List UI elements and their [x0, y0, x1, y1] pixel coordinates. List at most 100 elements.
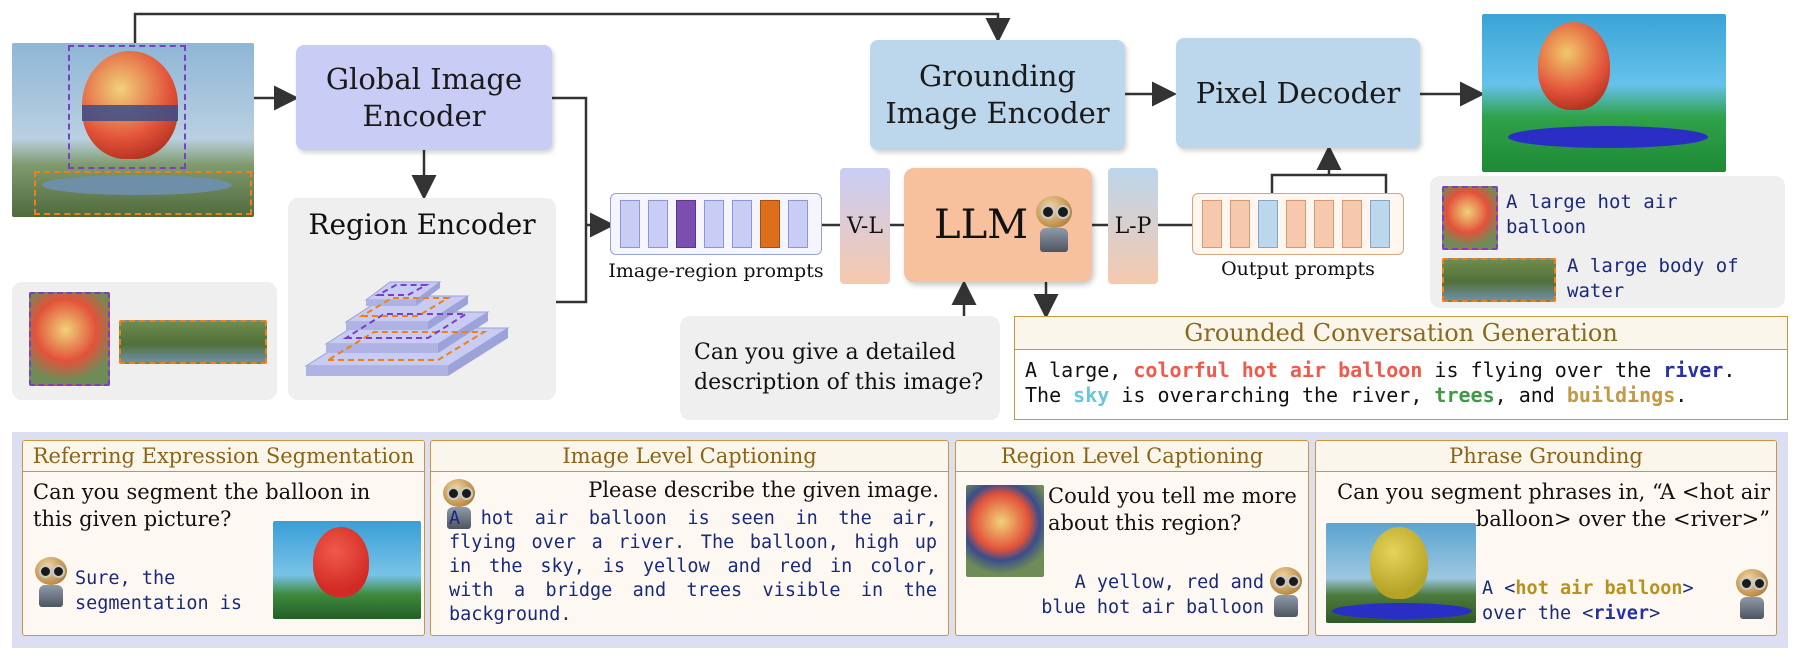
- legend-water-text: A large body of water: [1567, 255, 1739, 302]
- pg-a6: >: [1649, 603, 1661, 624]
- task-pg-answer-line2: over the <river>: [1482, 602, 1660, 626]
- vl-projection: V-L: [840, 168, 890, 284]
- robot-eye: [52, 565, 65, 578]
- balloon-crop: [29, 292, 110, 386]
- task-rlc-image: [966, 485, 1044, 577]
- pg-yellow-balloon: [1370, 527, 1428, 599]
- task-image-level-captioning: Image Level Captioning Please describe t…: [430, 440, 949, 636]
- gcg-text-4: The: [1025, 383, 1074, 407]
- robot-icon: [1732, 569, 1772, 621]
- robot-eye: [1041, 205, 1055, 219]
- region-crops-panel: [12, 282, 277, 400]
- grounding-image-encoder: Grounding Image Encoder: [870, 40, 1125, 150]
- robot-body: [1040, 228, 1068, 252]
- region-encoder-label: Region Encoder: [308, 208, 536, 241]
- gcg-title: Grounded Conversation Generation: [1015, 317, 1787, 350]
- pg-a4: over the <: [1482, 603, 1594, 624]
- task-ilc-answer: A hot air balloon is seen in the air, fl…: [449, 508, 937, 625]
- output-token: [1342, 200, 1362, 248]
- pg-phrase-balloon: hot air balloon: [1515, 578, 1683, 599]
- robot-eye: [39, 565, 52, 578]
- gcg-phrase-buildings: buildings: [1566, 383, 1676, 407]
- mask-legend-panel: A large hot air balloon A large body of …: [1430, 176, 1785, 308]
- prompt-token: [648, 200, 668, 248]
- gcg-phrase-balloon: colorful hot air balloon: [1133, 358, 1423, 382]
- robot-eye: [1287, 575, 1300, 588]
- output-segmented-image: [1482, 14, 1726, 172]
- output-token-seg: [1258, 200, 1278, 248]
- prompt-token: [704, 200, 724, 248]
- pg-a1: A <: [1482, 578, 1516, 599]
- gcg-text-7: .: [1675, 383, 1688, 407]
- user-question-text: Can you give a detailed description of t…: [694, 340, 984, 395]
- output-token: [1286, 200, 1306, 248]
- prompt-token-region-purple: [676, 200, 696, 248]
- pg-blue-river: [1332, 603, 1472, 619]
- task-res-title: Referring Expression Segmentation: [23, 441, 424, 472]
- robot-body: [1740, 597, 1764, 619]
- pixel-decoder-label: Pixel Decoder: [1195, 75, 1401, 110]
- gcg-phrase-river: river: [1663, 358, 1724, 382]
- gcg-caption: A large, colorful hot air balloon is fly…: [1015, 350, 1787, 416]
- task-phrase-grounding: Phrase Grounding Can you segment phrases…: [1315, 440, 1777, 636]
- robot-body: [39, 585, 63, 607]
- pg-phrase-river: river: [1593, 603, 1650, 624]
- robot-eye: [447, 487, 460, 500]
- task-pg-question: Can you segment phrases in, “A <hot air …: [1337, 480, 1770, 531]
- pixel-decoder: Pixel Decoder: [1176, 38, 1420, 148]
- task-pg-answer-line1: A <hot air balloon>: [1482, 577, 1694, 601]
- task-rlc-answer-2: blue hot air balloon: [1041, 597, 1264, 618]
- robot-eye: [1056, 205, 1070, 219]
- segmented-balloon: [1538, 22, 1610, 110]
- balloon-region-box: [68, 45, 186, 169]
- gcg-text-6: , and: [1494, 383, 1567, 407]
- task-region-level-captioning: Region Level Captioning Could you tell m…: [955, 440, 1309, 636]
- res-red-balloon: [313, 527, 369, 597]
- grounding-image-encoder-label: Grounding Image Encoder: [885, 59, 1110, 130]
- legend-water-thumb: [1442, 258, 1556, 302]
- output-prompts-label: Output prompts: [1221, 258, 1375, 280]
- water-crop: [119, 320, 267, 364]
- gcg-phrase-trees: trees: [1434, 383, 1495, 407]
- global-image-encoder-label: Global Image Encoder: [325, 61, 523, 133]
- output-token-seg: [1370, 200, 1390, 248]
- lp-label: L-P: [1114, 213, 1152, 239]
- robot-eye: [1740, 577, 1753, 590]
- vl-label: V-L: [847, 213, 883, 239]
- prompt-token: [788, 200, 808, 248]
- task-res-answer-2: segmentation is: [75, 593, 243, 614]
- gcg-text-2: is flying over the: [1422, 358, 1664, 382]
- prompt-token: [732, 200, 752, 248]
- robot-body: [447, 507, 471, 529]
- robot-icon: [1266, 567, 1306, 619]
- task-rlc-title: Region Level Captioning: [956, 441, 1308, 472]
- prompt-token-region-orange: [760, 200, 780, 248]
- balloon-band: [82, 105, 178, 121]
- gcg-phrase-sky: sky: [1073, 383, 1110, 407]
- gcg-text-3: .: [1723, 358, 1736, 382]
- global-image-encoder: Global Image Encoder: [296, 45, 552, 150]
- task-referring-expression-segmentation: Referring Expression Segmentation Can yo…: [22, 440, 425, 636]
- robot-eye: [460, 487, 473, 500]
- task-rlc-question: Could you tell me more about this region…: [1048, 484, 1297, 535]
- task-ilc-title: Image Level Captioning: [431, 441, 948, 472]
- river-shape: [42, 175, 232, 195]
- task-pg-image: [1326, 523, 1476, 623]
- gcg-panel: Grounded Conversation Generation A large…: [1014, 316, 1788, 420]
- task-ilc-question: Please describe the given image.: [588, 478, 939, 502]
- water-region-box: [34, 171, 252, 215]
- robot-icon: [439, 479, 479, 531]
- gcg-text-5: is overarching the river,: [1109, 383, 1435, 407]
- llm-label: LLM: [934, 202, 1029, 248]
- task-res-answer-1: Sure, the: [75, 568, 176, 589]
- robot-body: [1274, 595, 1298, 617]
- output-token: [1314, 200, 1334, 248]
- gcg-text-1: A large,: [1025, 358, 1134, 382]
- lp-projection: L-P: [1108, 168, 1158, 284]
- task-res-image: [273, 521, 421, 619]
- llm-box: LLM: [904, 168, 1092, 282]
- pg-a3: >: [1682, 578, 1694, 599]
- output-token: [1202, 200, 1222, 248]
- prompt-token: [620, 200, 640, 248]
